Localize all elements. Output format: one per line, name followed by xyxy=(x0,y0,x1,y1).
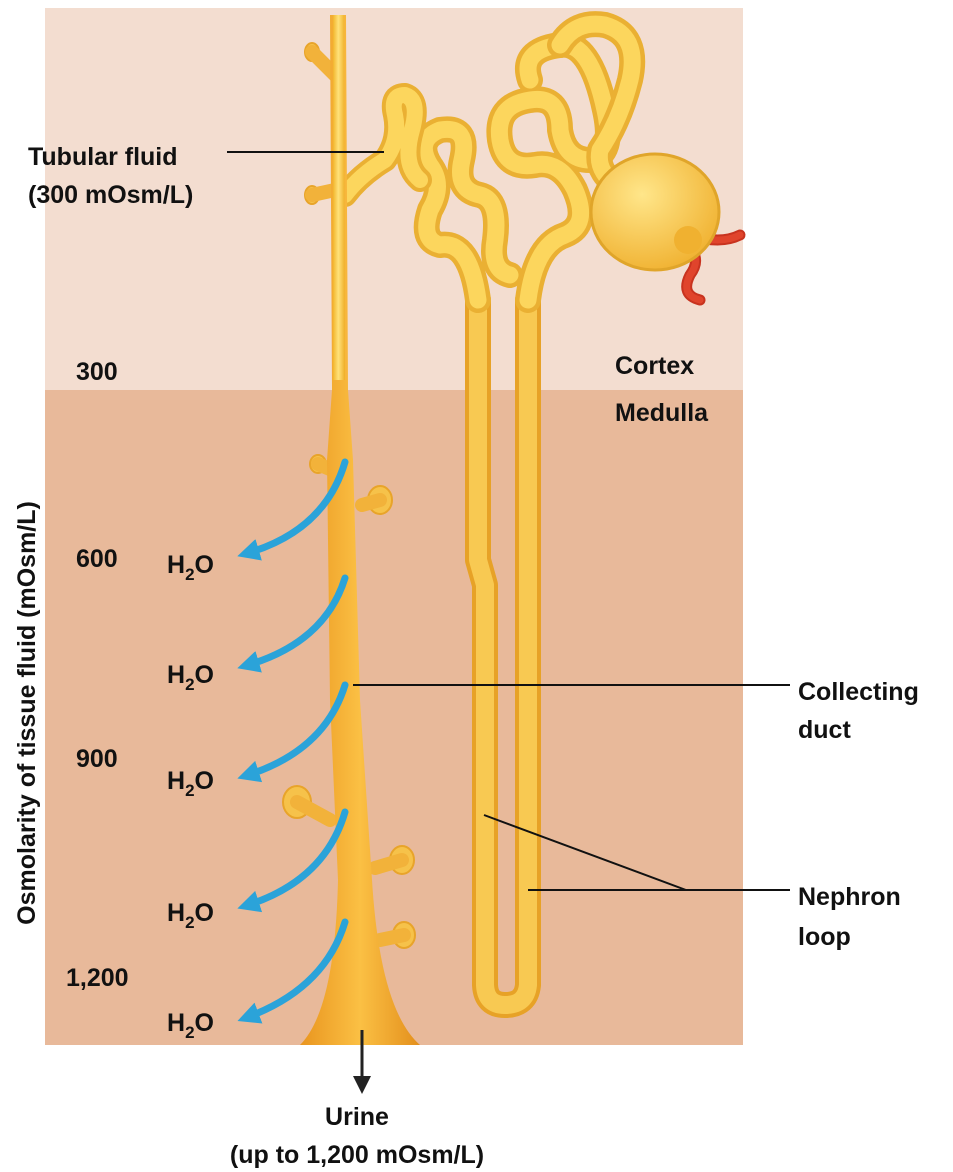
water-symbol: H xyxy=(167,767,185,795)
urine-label: Urine xyxy=(325,1103,389,1131)
water-suffix: O xyxy=(195,661,214,689)
collecting-duct-label: Collecting xyxy=(798,678,919,706)
nephron-loop-label: Nephron xyxy=(798,883,901,911)
water-subscript: 2 xyxy=(185,1023,194,1042)
nephron-loop-label-2: loop xyxy=(798,923,851,951)
medulla-region xyxy=(45,390,743,1045)
water-suffix: O xyxy=(195,767,214,795)
water-subscript: 2 xyxy=(185,781,194,800)
cortex-label: Cortex xyxy=(615,352,694,380)
water-subscript: 2 xyxy=(185,913,194,932)
water-suffix: O xyxy=(195,899,214,927)
water-symbol: H xyxy=(167,551,185,579)
axis-tick-600: 600 xyxy=(76,545,118,573)
medulla-label: Medulla xyxy=(615,399,709,427)
tubular-fluid-label: Tubular fluid xyxy=(28,143,178,171)
water-subscript: 2 xyxy=(185,675,194,694)
collecting-duct-label-2: duct xyxy=(798,716,851,744)
axis-tick-300: 300 xyxy=(76,358,118,386)
tubular-fluid-value: (300 mOsm/L) xyxy=(28,181,193,209)
water-subscript: 2 xyxy=(185,565,194,584)
water-symbol: H xyxy=(167,899,185,927)
urine-value: (up to 1,200 mOsm/L) xyxy=(230,1141,484,1169)
axis-tick-900: 900 xyxy=(76,745,118,773)
axis-tick-1200: 1,200 xyxy=(66,964,129,992)
water-symbol: H xyxy=(167,661,185,689)
axis-title: Osmolarity of tissue fluid (mOsm/L) xyxy=(13,501,41,925)
water-suffix: O xyxy=(195,551,214,579)
water-suffix: O xyxy=(195,1009,214,1037)
water-symbol: H xyxy=(167,1009,185,1037)
